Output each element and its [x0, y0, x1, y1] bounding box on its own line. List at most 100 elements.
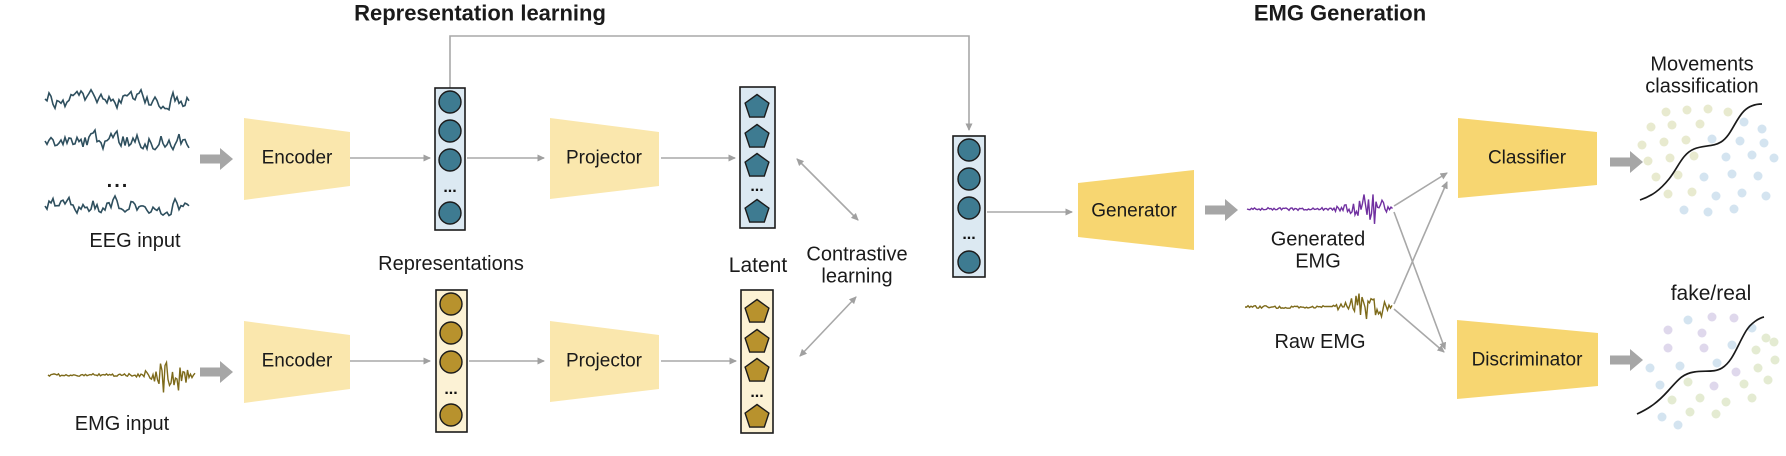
block-label-classifier: Classifier — [1487, 147, 1567, 169]
block-label-encoder-emg: Encoder — [261, 350, 333, 372]
feature-node-pentagon — [744, 328, 770, 353]
scatter-dot — [1645, 363, 1655, 373]
output-scatters — [1636, 103, 1780, 430]
scatter-dot — [1721, 152, 1731, 162]
flow-arrow — [1393, 211, 1447, 350]
scatter-dot — [1739, 117, 1749, 127]
scatter-dot — [1682, 105, 1692, 115]
latent-column-eeg: ... — [739, 86, 776, 229]
scatter-dot — [1761, 191, 1771, 201]
scatter-dot — [1683, 315, 1693, 325]
scatter-dot — [1731, 367, 1741, 377]
feature-node-circle — [439, 321, 463, 345]
scatter-dot — [1699, 343, 1709, 353]
thick-flow-arrow — [200, 361, 233, 383]
feature-node-circle — [438, 148, 462, 172]
contrastive-double-arrow — [796, 158, 859, 221]
column-ellipsis: ... — [443, 179, 456, 196]
label-emg-input: EMG input — [74, 412, 170, 435]
scatter-dot — [1673, 420, 1683, 430]
eeg-waveform-1 — [44, 87, 190, 112]
column-ellipsis: ... — [444, 381, 457, 398]
block-label-generator: Generator — [1091, 200, 1177, 222]
raw-emg-waveform — [1244, 293, 1393, 320]
label-raw-emg: Raw EMG — [1274, 330, 1366, 353]
thick-flow-arrow — [200, 148, 233, 170]
feature-node-circle — [957, 167, 981, 191]
scatter-dot — [1709, 381, 1719, 391]
scatter-dot — [1721, 397, 1731, 407]
scatter-dot — [1707, 134, 1717, 144]
flow-arrow — [1393, 172, 1448, 207]
representations-column-eeg: ... — [434, 87, 466, 231]
encoder-emg-block — [244, 321, 350, 403]
title-representation-learning: Representation learning — [354, 0, 606, 26]
block-label-projector-emg: Projector — [565, 350, 643, 372]
scatter-dot — [1747, 393, 1757, 403]
classifier-block — [1458, 118, 1597, 198]
scatter-dot — [1707, 312, 1717, 322]
thick-flow-arrow — [1205, 199, 1238, 221]
scatter-dot — [1661, 107, 1671, 117]
emg-input-waveform — [47, 359, 196, 393]
scatter-dot — [1655, 380, 1665, 390]
label-generated-emg: Generated EMG — [1270, 228, 1366, 273]
title-emg-generation: EMG Generation — [1253, 0, 1427, 26]
column-ellipsis: ... — [750, 178, 763, 195]
label-latent: Latent — [728, 254, 788, 278]
projector-eeg-block — [550, 118, 659, 199]
column-ellipsis: ... — [750, 384, 763, 401]
scatter-dot — [1759, 138, 1769, 148]
feature-node-circle — [438, 90, 462, 114]
scatter-dot — [1651, 172, 1661, 182]
block-label-encoder-eeg: Encoder — [261, 147, 333, 169]
scatter-dot — [1727, 169, 1737, 179]
feature-node-pentagon — [744, 93, 770, 118]
representations-column-emg: ... — [435, 289, 468, 433]
scatter-dot — [1703, 104, 1713, 114]
scatter-dot — [1753, 171, 1763, 181]
representation-to-generator-arrow — [449, 35, 973, 131]
scatter-dot — [1643, 156, 1653, 166]
scatter-dot — [1735, 136, 1745, 146]
scatter-dot — [1657, 412, 1667, 422]
scatter-dot — [1727, 340, 1737, 350]
scatter-dot — [1712, 358, 1722, 368]
label-eeg-input: EEG input — [89, 229, 181, 252]
feature-node-pentagon — [744, 357, 770, 382]
scatter-dot — [1679, 205, 1689, 215]
scatter-dot — [1729, 313, 1739, 323]
scatter-dot — [1675, 361, 1685, 371]
decision-curve — [1639, 103, 1763, 201]
feature-node-circle — [439, 403, 463, 427]
block-label-projector-eeg: Projector — [565, 147, 643, 169]
flow-arrow — [1393, 181, 1448, 305]
scatter-dot — [1685, 407, 1695, 417]
scatter-dot — [1753, 363, 1763, 373]
projector-emg-block — [550, 321, 659, 402]
scatter-dot — [1667, 395, 1677, 405]
feature-columns: ............... — [434, 86, 986, 434]
feature-node-pentagon — [744, 123, 770, 148]
connector-arrows — [200, 35, 1643, 383]
feature-node-pentagon — [744, 298, 770, 323]
scatter-dot — [1711, 191, 1721, 201]
scatter-dot — [1703, 207, 1713, 217]
feature-node-circle — [439, 292, 463, 316]
label-fake-real: fake/real — [1670, 282, 1752, 306]
scatter-dot — [1687, 187, 1697, 197]
fake-real-scatter — [1636, 312, 1780, 430]
scatter-dot — [1711, 409, 1721, 419]
scatter-dot — [1737, 188, 1747, 198]
discriminator-block — [1457, 320, 1598, 399]
feature-node-circle — [438, 119, 462, 143]
scatter-dot — [1695, 393, 1705, 403]
feature-node-circle — [439, 350, 463, 374]
feature-node-pentagon — [744, 152, 770, 177]
column-ellipsis: ... — [962, 226, 975, 243]
decision-curve — [1636, 316, 1765, 415]
eeg-waveform-2 — [44, 127, 190, 152]
scatter-dot — [1699, 172, 1709, 182]
network-blocks — [244, 118, 1598, 403]
